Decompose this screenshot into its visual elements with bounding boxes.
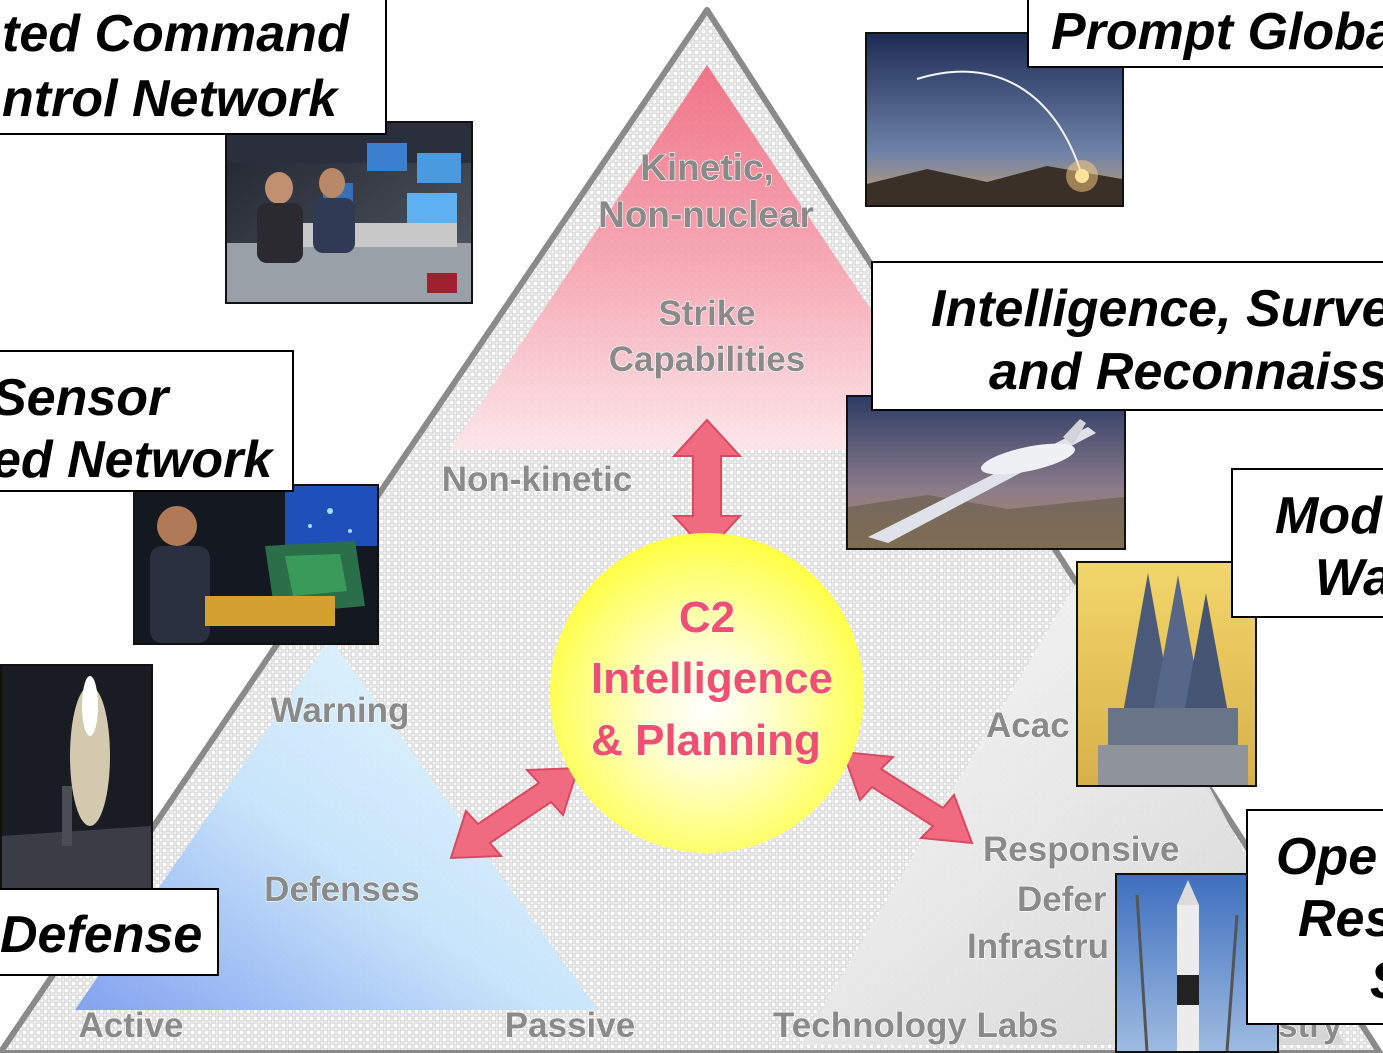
ship-missile-launch-photo <box>0 664 153 894</box>
operationally-responsive-callout: Ope Res S <box>1246 809 1383 1025</box>
responsive-label: Responsive <box>983 830 1179 869</box>
modern-warheads-callout: Mod Wa <box>1231 468 1383 618</box>
command-network-callout: ted Command ntrol Network <box>0 0 387 135</box>
command-network-line1: ted Command <box>2 5 349 63</box>
sensor-operator-radar-photo <box>133 484 379 645</box>
strike-kinetic-text: Kinetic, <box>640 147 774 188</box>
active-label: Active <box>78 1006 183 1045</box>
global-strike-line1: Prompt Globa <box>1051 3 1383 61</box>
center-circle <box>550 533 864 853</box>
infrastructure-label: Infrastru <box>967 927 1109 966</box>
command-network-line2: ntrol Network <box>2 70 338 128</box>
strike-capabilities-label: Capabilities <box>609 340 805 379</box>
isr-line1: Intelligence, Surve <box>931 280 1383 338</box>
defenses-label: Defenses <box>264 870 420 909</box>
strike-non-nuclear-text: Non-nuclear <box>598 194 814 235</box>
modern-warheads-line1: Mod <box>1275 487 1382 545</box>
global-strike-callout: Prompt Globa <box>1027 0 1383 68</box>
academia-label: Acac <box>986 706 1070 745</box>
center-intelligence-text: Intelligence <box>591 654 833 703</box>
command-center-photo <box>225 121 473 304</box>
center-c2-text: C2 <box>679 593 735 642</box>
missile-defense-callout: Defense <box>0 888 219 976</box>
infrastructure-arrow <box>841 750 974 845</box>
defenses-arrow <box>449 766 580 860</box>
global-hawk-uav-photo <box>846 395 1126 550</box>
isr-line2: and Reconnaiss <box>989 343 1383 401</box>
operationally-responsive-line1: Ope <box>1276 828 1378 886</box>
modern-warheads-line2: Wa <box>1315 549 1383 607</box>
non-kinetic-label: Non-kinetic <box>442 460 633 499</box>
center-planning-text: & Planning <box>591 716 821 765</box>
technology-labs-label: Technology Labs <box>773 1006 1058 1045</box>
operationally-responsive-line2: Res <box>1298 890 1383 948</box>
sensor-network-line2: ed Network <box>0 431 273 489</box>
reentry-vehicles-photo <box>1076 561 1257 787</box>
sensor-network-callout: Sensor ed Network <box>0 350 294 492</box>
isr-callout: Intelligence, Surve and Reconnaiss <box>871 261 1383 411</box>
sensor-network-line1: Sensor <box>0 369 169 427</box>
passive-label: Passive <box>505 1006 635 1045</box>
warning-label: Warning <box>271 691 410 730</box>
strike-label: Strike <box>658 294 755 333</box>
missile-defense-line1: Defense <box>0 906 203 964</box>
strike-triangle <box>450 65 965 450</box>
defense-infra-label: Defer <box>1017 880 1107 919</box>
operationally-responsive-line3: S <box>1276 949 1383 1011</box>
